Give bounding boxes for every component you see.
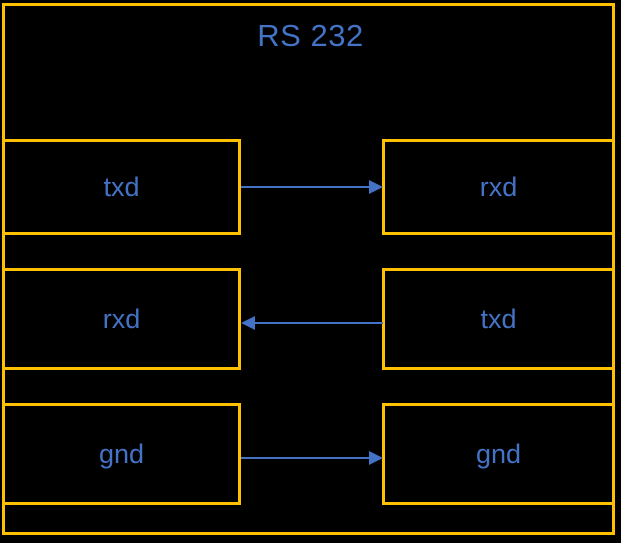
signal-box-right-row-1[interactable]: rxd (382, 139, 615, 235)
diagram-title: RS 232 (257, 18, 364, 53)
signal-box-right-row-3[interactable]: gnd (382, 403, 615, 505)
signal-box-left-row-1[interactable]: txd (2, 139, 241, 235)
signal-box-label: gnd (475, 439, 522, 469)
signal-box-left-row-2[interactable]: rxd (2, 268, 241, 370)
signal-box-right-row-2[interactable]: txd (382, 268, 615, 370)
signal-box-label: txd (103, 172, 140, 202)
signal-box-label: rxd (479, 172, 518, 202)
signal-box-label: gnd (98, 439, 145, 469)
signal-box-left-row-3[interactable]: gnd (2, 403, 241, 505)
signal-box-label: txd (480, 304, 517, 334)
signal-box-label: rxd (102, 304, 141, 334)
